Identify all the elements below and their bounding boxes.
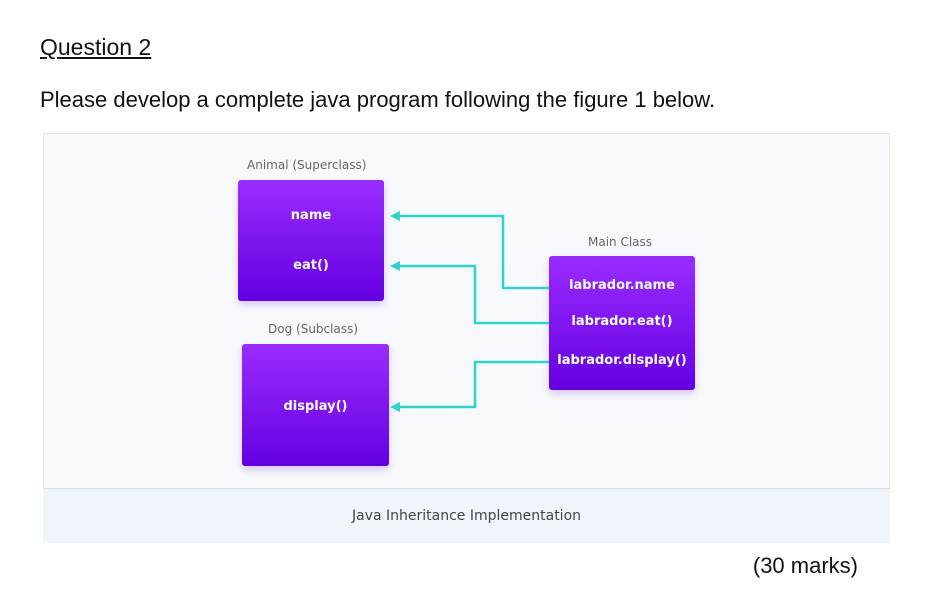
animal-label: Animal (Superclass) <box>247 158 367 172</box>
main-member-name: labrador.name <box>569 278 675 293</box>
main-class-box: labrador.name labrador.eat() labrador.di… <box>549 256 695 390</box>
arrow-display <box>398 360 549 409</box>
figure <box>43 133 890 543</box>
question-title: Question 2 <box>40 34 152 60</box>
dog-class-box: display() <box>242 344 389 466</box>
arrowhead-icon <box>390 211 400 221</box>
figure-caption: Java Inheritance Implementation <box>43 488 890 543</box>
main-member-display: labrador.display() <box>557 353 687 368</box>
arrow-eat <box>398 264 549 325</box>
dog-label: Dog (Subclass) <box>268 322 359 336</box>
question-instruction: Please develop a complete java program f… <box>40 87 716 112</box>
animal-member-name: name <box>290 208 332 223</box>
dog-member-display: display() <box>283 399 348 414</box>
arrowhead-icon <box>390 261 400 271</box>
main-label: Main Class <box>588 235 653 249</box>
animal-class-box: name eat() <box>238 180 384 301</box>
main-member-eat: labrador.eat() <box>571 314 673 329</box>
marks: (30 marks) <box>752 553 858 578</box>
animal-member-eat: eat() <box>293 258 329 273</box>
arrowhead-icon <box>390 402 400 412</box>
arrow-name <box>398 214 549 290</box>
